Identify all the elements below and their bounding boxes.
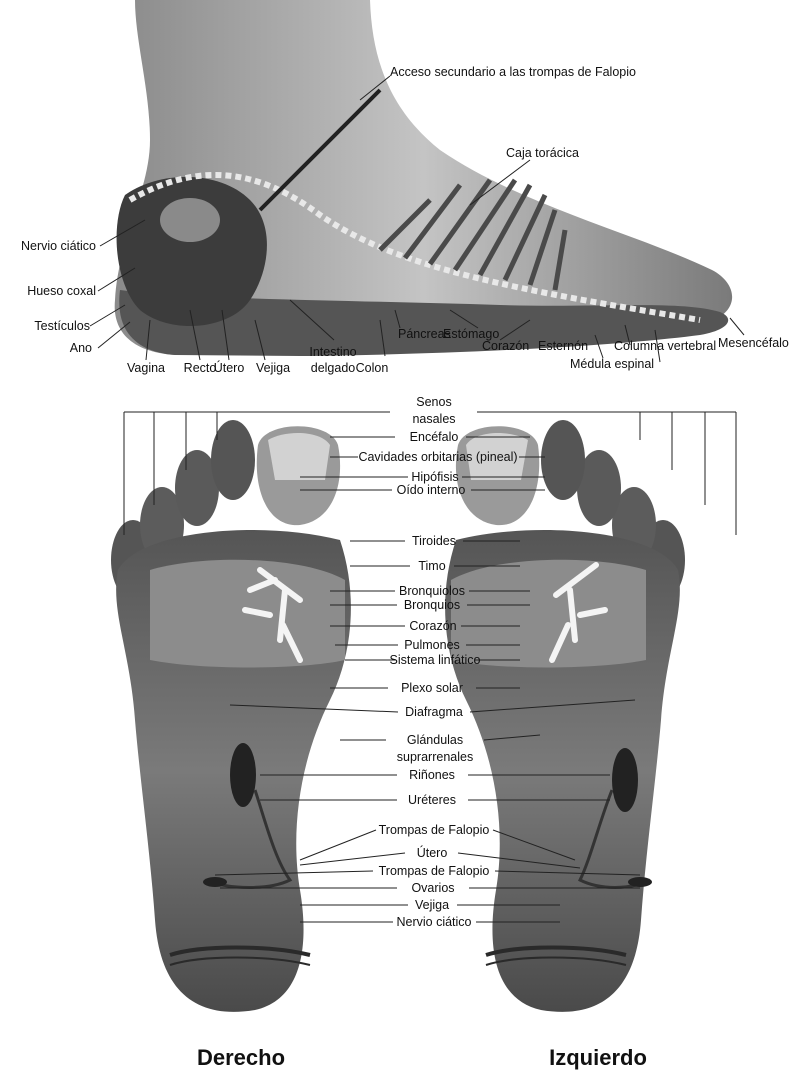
label-bronquiolos: Bronquiolos	[399, 584, 465, 598]
label-trompas-1: Trompas de Falopio	[379, 823, 490, 837]
label-senos-1: Senos	[416, 395, 451, 409]
label-oido: Oído interno	[397, 483, 466, 497]
label-nervio-ciatico-side: Nervio ciático	[21, 239, 96, 253]
label-intestino-2: delgado	[311, 361, 356, 375]
label-glandulas-1: Glándulas	[407, 733, 463, 747]
label-mesencefalo: Mesencéfalo	[718, 336, 789, 350]
label-utero-side: Útero	[214, 360, 245, 375]
label-diafragma: Diafragma	[405, 705, 463, 719]
label-caja-toracica: Caja torácica	[506, 146, 579, 160]
label-linfatico: Sistema linfático	[389, 653, 480, 667]
sole-left-illustration	[445, 420, 685, 1012]
label-nervio: Nervio ciático	[396, 915, 471, 929]
caption-izquierdo: Izquierdo	[549, 1045, 647, 1070]
label-utero: Útero	[417, 845, 448, 860]
label-pulmones: Pulmones	[404, 638, 460, 652]
label-vejiga-side: Vejiga	[256, 361, 290, 375]
sole-right-kidney	[230, 743, 256, 807]
label-ano: Ano	[70, 341, 92, 355]
label-senos-2: nasales	[412, 412, 455, 426]
label-intestino-1: Intestino	[309, 345, 356, 359]
caption-derecho: Derecho	[197, 1045, 285, 1070]
label-columna: Columna vertebral	[614, 339, 716, 353]
sole-left-kidney	[612, 748, 638, 812]
label-corazon-side: Corazón	[482, 339, 529, 353]
label-testiculos: Testículos	[34, 319, 90, 333]
label-rinones: Riñones	[409, 768, 455, 782]
label-hueso-coxal: Hueso coxal	[27, 284, 96, 298]
label-acceso: Acceso secundario a las trompas de Falop…	[390, 65, 636, 79]
label-ovarios: Ovarios	[411, 881, 454, 895]
label-plexo: Plexo solar	[401, 681, 463, 695]
label-trompas-2: Trompas de Falopio	[379, 864, 490, 878]
label-hipofisis: Hipófisis	[411, 470, 458, 484]
side-foot-illustration	[115, 0, 732, 356]
label-corazon: Corazón	[409, 619, 456, 633]
label-cavidades: Cavidades orbitarias (pineal)	[358, 450, 517, 464]
sole-right-illustration	[111, 420, 351, 1012]
label-recto: Recto	[184, 361, 217, 375]
side-hip-bone	[160, 198, 220, 242]
label-vejiga: Vejiga	[415, 898, 449, 912]
label-glandulas-2: suprarrenales	[397, 750, 473, 764]
label-medula: Médula espinal	[570, 357, 654, 371]
label-encefalo: Encéfalo	[410, 430, 459, 444]
label-timo: Timo	[418, 559, 445, 573]
label-vagina: Vagina	[127, 361, 165, 375]
label-bronquios: Bronquios	[404, 598, 460, 612]
label-ureteres: Uréteres	[408, 793, 456, 807]
label-colon: Colon	[356, 361, 389, 375]
label-esternon: Esternón	[538, 339, 588, 353]
label-tiroides: Tiroides	[412, 534, 456, 548]
